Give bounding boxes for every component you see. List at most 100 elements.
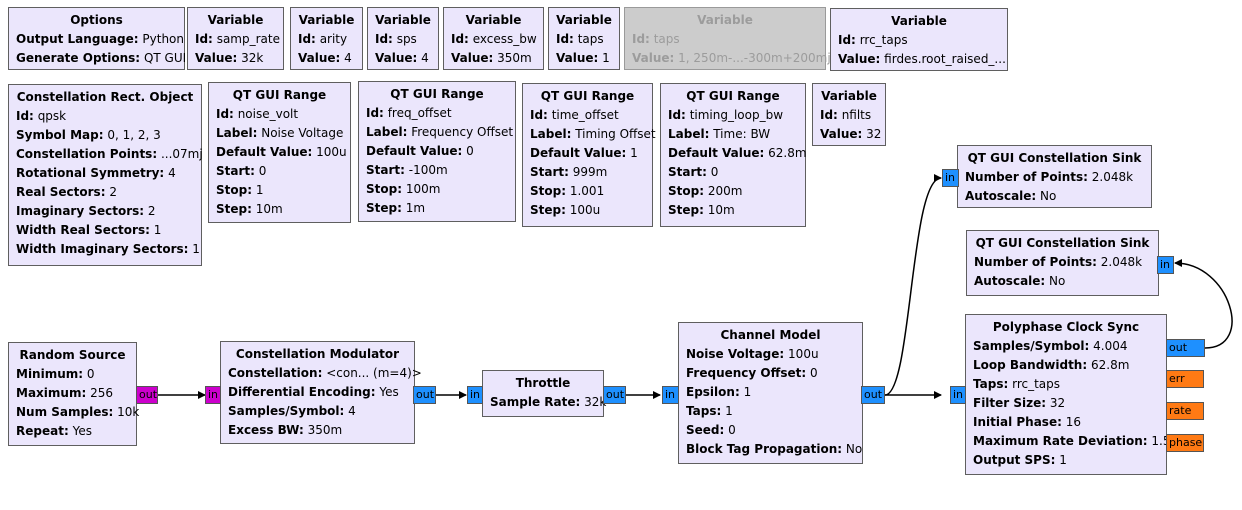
block-title: Variable (821, 89, 877, 103)
throttle-out-port[interactable]: out (603, 386, 626, 404)
block-title: Variable (891, 14, 947, 28)
param-value: 1, 250m-...-300m+200mj (678, 51, 831, 65)
param-value: 0 (466, 144, 474, 158)
variable-rrc-taps-block[interactable]: Variable Id: rrc_taps Value: firdes.root… (830, 8, 1008, 71)
param-value: excess_bw (472, 32, 537, 46)
param-value: rrc_taps (859, 33, 908, 47)
param-key: Value: (195, 51, 238, 65)
qt-gui-range-loop-bw-block[interactable]: QT GUI Range Id: timing_loop_bw Label: T… (660, 83, 807, 227)
modulator-out-port[interactable]: out (413, 386, 436, 404)
param-key: Label: (366, 125, 408, 139)
param-key: Stop: (530, 184, 567, 198)
param-value: 100u (788, 347, 819, 361)
qt-gui-constellation-sink-1-block[interactable]: QT GUI Constellation Sink Number of Poin… (957, 145, 1152, 208)
variable-nfilts-block[interactable]: Variable Id: nfilts Value: 32 (812, 83, 886, 146)
param-value: 0 (258, 164, 267, 178)
param-value: 1 (1059, 453, 1067, 467)
param-key: Samples/Symbol: (228, 404, 345, 418)
param-value: 999m (572, 165, 608, 179)
param-key: Constellation Points: (16, 147, 158, 161)
clock-sync-out-port[interactable]: out (1166, 339, 1205, 357)
constellation-rect-object-block[interactable]: Constellation Rect. Object Id: qpsk Symb… (8, 84, 203, 266)
clock-sync-phase-port[interactable]: phase (1166, 434, 1204, 452)
clock-sync-err-port[interactable]: err (1166, 370, 1204, 388)
param-key: Excess BW: (228, 423, 304, 437)
throttle-block[interactable]: Throttle Sample Rate: 32k (482, 370, 606, 417)
param-value: time_offset (551, 108, 619, 122)
variable-sps-block[interactable]: Variable Id: sps Value: 4 (367, 7, 439, 70)
param-value: 32 (866, 127, 882, 141)
polyphase-clock-sync-block[interactable]: Polyphase Clock Sync Samples/Symbol: 4.0… (965, 314, 1171, 475)
qt-gui-range-time-block[interactable]: QT GUI Range Id: time_offset Label: Timi… (522, 83, 656, 227)
param-value: 100u (316, 145, 347, 159)
param-value: 200m (707, 184, 743, 198)
variable-arity-block[interactable]: Variable Id: arity Value: 4 (290, 7, 363, 70)
variable-excess-bw-block[interactable]: Variable Id: excess_bw Value: 350m (443, 7, 544, 70)
options-block[interactable]: Options Output Language: Python Generate… (8, 7, 186, 70)
param-key: Value: (298, 51, 341, 65)
block-title: QT GUI Constellation Sink (975, 236, 1150, 250)
param-value: noise_volt (237, 107, 299, 121)
param-value: 4 (421, 51, 429, 65)
param-key: Stop: (366, 182, 403, 196)
param-key: Value: (820, 127, 863, 141)
param-key: Id: (375, 32, 393, 46)
param-value: 32 (1049, 396, 1066, 410)
channel-model-in-port[interactable]: in (662, 386, 679, 404)
param-key: Value: (375, 51, 418, 65)
param-key: Label: (216, 126, 258, 140)
clock-sync-rate-port[interactable]: rate (1166, 402, 1204, 420)
param-value: 2.048k (1091, 170, 1134, 184)
param-key: Label: (668, 127, 710, 141)
param-key: Differential Encoding: (228, 385, 376, 399)
param-key: Width Real Sectors: (16, 223, 150, 237)
qt-gui-constellation-sink-2-block[interactable]: QT GUI Constellation Sink Number of Poin… (966, 230, 1159, 296)
param-value: 10m (707, 203, 735, 217)
param-value: 10m (255, 202, 283, 216)
block-title: QT GUI Range (540, 89, 635, 103)
param-key: Maximum Rate Deviation: (973, 434, 1148, 448)
channel-model-block[interactable]: Channel Model Noise Voltage: 100u Freque… (678, 322, 863, 464)
clock-sync-in-port[interactable]: in (950, 386, 966, 404)
random-source-out-port[interactable]: out (136, 386, 158, 404)
param-value: 4 (348, 404, 356, 418)
param-key: Number of Points: (965, 170, 1088, 184)
param-value: 62.8m (1090, 358, 1130, 372)
wire-channel-to-sink-1[interactable] (884, 174, 942, 396)
param-value: nfilts (841, 108, 872, 122)
param-key: Id: (556, 32, 574, 46)
modulator-in-port[interactable]: in (205, 386, 221, 404)
variable-taps-block[interactable]: Variable Id: taps Value: 1 (548, 7, 620, 70)
param-key: Autoscale: (974, 274, 1046, 288)
param-value: 350m (307, 423, 343, 437)
variable-taps-disabled-block[interactable]: Variable Id: taps Value: 1, 250m-...-300… (624, 7, 831, 70)
param-key: Id: (298, 32, 316, 46)
param-key: Frequency Offset: (686, 366, 807, 380)
block-title: QT GUI Range (390, 87, 484, 101)
block-title: Channel Model (720, 328, 821, 342)
block-title: Variable (465, 13, 522, 27)
param-key: Value: (556, 51, 599, 65)
throttle-in-port[interactable]: in (467, 386, 483, 404)
param-key: Id: (451, 32, 469, 46)
param-key: Value: (451, 51, 494, 65)
sink-2-in-port[interactable]: in (1157, 256, 1174, 274)
wire-clock-sync-to-sink-2[interactable] (1174, 259, 1233, 349)
sink-1-in-port[interactable]: in (942, 169, 959, 187)
param-key: Step: (216, 202, 252, 216)
param-value: 1 (602, 51, 610, 65)
param-key: Id: (216, 107, 234, 121)
variable-samp-rate-block[interactable]: Variable Id: samp_rate Value: 32k (187, 7, 284, 70)
channel-model-out-port[interactable]: out (861, 386, 885, 404)
param-key: Repeat: (16, 424, 69, 438)
qt-gui-range-noise-block[interactable]: QT GUI Range Id: noise_volt Label: Noise… (208, 82, 351, 223)
constellation-modulator-block[interactable]: Constellation Modulator Constellation: <… (220, 341, 422, 444)
qt-gui-range-freq-block[interactable]: QT GUI Range Id: freq_offset Label: Freq… (358, 81, 516, 222)
param-key: Step: (530, 203, 566, 217)
param-value: Timing Offset (575, 127, 656, 141)
param-value: 1 (153, 223, 162, 237)
param-value: No (1040, 189, 1057, 203)
random-source-block[interactable]: Random Source Minimum: 0 Maximum: 256 Nu… (8, 342, 139, 446)
param-value: 1m (405, 201, 426, 215)
param-key: Default Value: (366, 144, 463, 158)
